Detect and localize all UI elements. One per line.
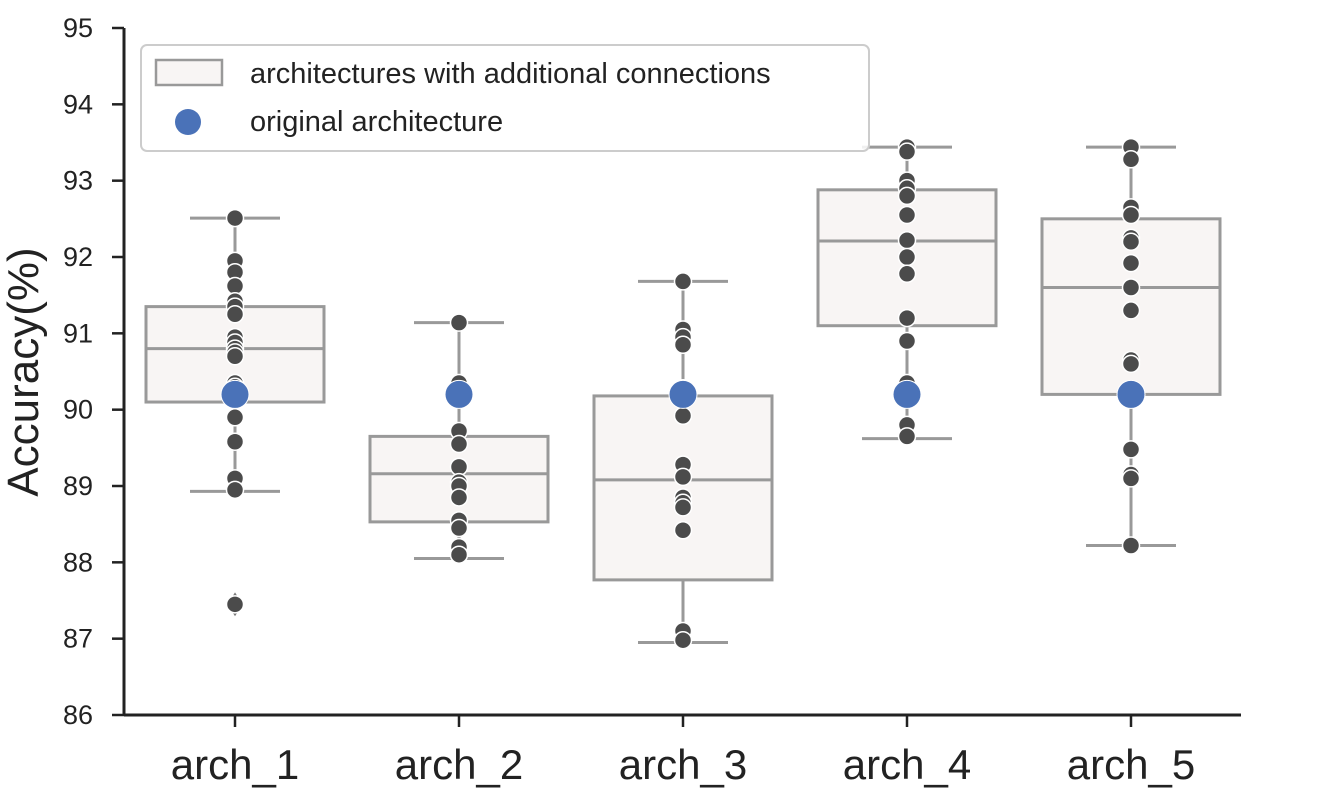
data-point xyxy=(225,432,245,451)
box-group-arch_4 xyxy=(816,137,998,446)
y-tick-label: 90 xyxy=(63,395,93,425)
y-tick-label: 92 xyxy=(63,242,93,272)
y-axis: 86 87 88 89 90 91 92 93 94 95 xyxy=(63,13,126,730)
box-group-arch_3 xyxy=(592,272,774,650)
x-axis: arch_1 arch_2 arch_3 arch_4 arch_5 xyxy=(124,713,1241,788)
data-point xyxy=(897,308,917,328)
data-point xyxy=(673,272,693,291)
data-point xyxy=(673,467,693,487)
original-architecture-dot xyxy=(220,379,250,409)
data-point xyxy=(897,142,917,161)
data-point xyxy=(1121,301,1141,320)
x-tick-label: arch_4 xyxy=(843,741,971,788)
legend-label-original: original architecture xyxy=(250,106,503,138)
data-point xyxy=(897,247,917,267)
y-tick-label: 93 xyxy=(63,166,93,196)
data-point xyxy=(897,205,917,225)
data-point xyxy=(449,488,469,507)
legend-label-additional-connections: architectures with additional connection… xyxy=(250,58,771,90)
data-point xyxy=(673,521,693,540)
data-point xyxy=(673,630,693,650)
data-point xyxy=(1121,440,1141,459)
data-point xyxy=(673,498,693,517)
legend-original-dot xyxy=(175,109,201,135)
y-tick-label: 86 xyxy=(63,700,93,730)
data-point xyxy=(225,276,245,296)
data-point xyxy=(897,264,917,284)
data-point xyxy=(673,406,693,426)
box-group-arch_5 xyxy=(1040,137,1222,555)
original-architecture-dot xyxy=(1116,379,1146,409)
data-point xyxy=(225,208,245,228)
original-architecture-dot xyxy=(444,379,474,409)
original-architecture-dot xyxy=(892,379,922,409)
data-point xyxy=(449,313,469,332)
box-group-arch_2 xyxy=(368,313,550,564)
y-tick-label: 91 xyxy=(63,318,93,348)
legend: architectures with additional connection… xyxy=(140,44,870,152)
data-point xyxy=(1121,205,1141,225)
data-point xyxy=(449,434,469,454)
data-point xyxy=(1121,253,1141,273)
data-point xyxy=(1121,536,1141,555)
data-point xyxy=(1121,278,1141,297)
x-tick-label: arch_5 xyxy=(1067,741,1195,788)
y-tick-label: 94 xyxy=(63,89,93,119)
data-point xyxy=(449,545,469,564)
data-point xyxy=(1121,150,1141,169)
data-point xyxy=(225,408,245,427)
data-point xyxy=(225,480,245,500)
data-point xyxy=(897,427,917,446)
legend-box-swatch xyxy=(154,58,224,87)
y-tick-label: 95 xyxy=(63,13,93,43)
data-point xyxy=(449,457,469,477)
legend-frame xyxy=(140,44,870,152)
data-point xyxy=(673,335,693,355)
x-tick-label: arch_2 xyxy=(395,741,523,788)
y-axis-label: Accuracy(%) xyxy=(0,247,48,496)
data-point xyxy=(1121,232,1141,251)
data-point xyxy=(1121,354,1141,374)
box-group-arch_1 xyxy=(144,208,326,617)
plot-area xyxy=(144,137,1222,650)
data-point xyxy=(225,305,245,324)
y-tick-label: 89 xyxy=(63,471,93,501)
x-tick-label: arch_1 xyxy=(171,741,299,788)
x-tick-label: arch_3 xyxy=(619,741,747,788)
y-tick-label: 87 xyxy=(63,624,93,654)
data-point xyxy=(897,230,917,250)
data-point xyxy=(897,331,917,351)
original-architecture-dot xyxy=(668,379,698,409)
box-body xyxy=(592,394,774,582)
data-point xyxy=(897,186,917,206)
data-point xyxy=(225,346,245,366)
data-point xyxy=(225,595,245,614)
data-point xyxy=(1121,469,1141,488)
y-tick-label: 88 xyxy=(63,547,93,577)
data-point xyxy=(449,518,469,538)
